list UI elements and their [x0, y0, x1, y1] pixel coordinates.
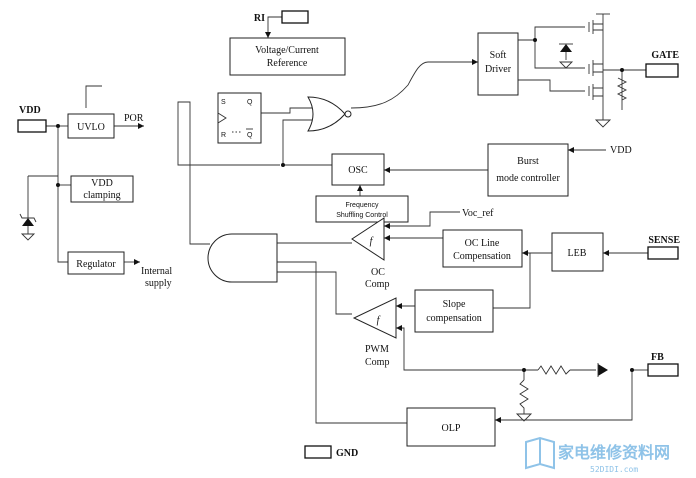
pin-ri-label: RI — [254, 13, 265, 24]
svg-text:UVLO: UVLO — [77, 122, 105, 133]
pin-gate-label: GATE — [651, 50, 679, 61]
svg-text:Slope: Slope — [443, 299, 466, 310]
watermark-url: 52DIDI.com — [590, 465, 638, 474]
watermark: 家电维修资料网 52DIDI.com — [525, 436, 670, 474]
pin-sense: SENSE — [647, 235, 680, 260]
pin-gate: GATE — [645, 50, 679, 78]
power-stage-mosfets — [588, 13, 628, 128]
pin-fb-label: FB — [651, 352, 664, 363]
svg-text:Driver: Driver — [485, 64, 512, 75]
svg-text:Reference: Reference — [267, 58, 308, 69]
pwm-comp-label-2: Comp — [365, 357, 389, 368]
svg-text:Shuffling Control: Shuffling Control — [336, 212, 388, 219]
oc-line-compensation-block: OC Line Compensation — [442, 229, 523, 268]
svg-text:Q: Q — [247, 132, 253, 139]
pin-vdd-label: VDD — [19, 105, 41, 116]
pin-sense-label: SENSE — [648, 235, 680, 246]
svg-text:Regulator: Regulator — [76, 259, 116, 270]
arrowheads — [134, 32, 609, 423]
pwm-comparator: f — [352, 297, 397, 339]
svg-text:compensation: compensation — [426, 313, 482, 324]
fb-diode — [597, 363, 608, 377]
svg-text:VDD: VDD — [91, 178, 113, 189]
svg-text:f: f — [370, 236, 374, 247]
soft-driver-block: Soft Driver — [477, 32, 519, 96]
watermark-text: 家电维修资料网 — [558, 443, 670, 462]
pin-gnd: GND — [304, 445, 358, 459]
pin-vdd-right-label: VDD — [610, 145, 632, 156]
svg-text:f: f — [377, 315, 381, 326]
uvlo-block: UVLO — [67, 113, 115, 139]
oc-comparator: f — [351, 217, 385, 261]
slope-compensation-block: Slope compensation — [414, 289, 494, 333]
svg-text:OC Line: OC Line — [465, 238, 500, 249]
pin-vdd-right: VDD — [610, 145, 632, 156]
and-gate — [207, 233, 278, 283]
fb-pulldown-resistor — [515, 379, 533, 422]
vdd-zener — [19, 213, 37, 241]
svg-text:Compensation: Compensation — [453, 251, 511, 262]
sr-flip-flop: S R Q Q — [217, 92, 262, 144]
voltage-current-reference-block: Voltage/Current Reference — [229, 37, 346, 76]
svg-text:LEB: LEB — [568, 248, 587, 259]
voc-ref-label: Voc_ref — [462, 208, 494, 219]
svg-text:Soft: Soft — [490, 50, 507, 61]
vdd-clamping-block: VDD clamping — [70, 175, 134, 203]
svg-text:mode controller: mode controller — [496, 173, 560, 184]
pin-ri: RI — [254, 10, 309, 24]
pwm-comp-label-1: PWM — [365, 344, 389, 355]
pin-fb: FB — [647, 352, 679, 377]
pin-gnd-label: GND — [336, 448, 358, 459]
svg-text:clamping: clamping — [83, 190, 120, 201]
svg-text:Q: Q — [247, 99, 253, 106]
book-icon — [525, 436, 555, 470]
svg-text:OLP: OLP — [442, 423, 461, 434]
svg-text:Frequency: Frequency — [345, 202, 379, 209]
burst-mode-controller-block: Burst mode controller — [487, 143, 569, 197]
por-label: POR — [124, 113, 144, 124]
olp-block: OLP — [406, 407, 496, 447]
svg-text:S: S — [221, 99, 226, 106]
junctions — [56, 38, 634, 372]
svg-text:Burst: Burst — [517, 156, 539, 167]
supply-label: supply — [145, 278, 172, 289]
leb-block: LEB — [551, 232, 604, 272]
svg-text:R: R — [221, 132, 226, 139]
internal-label: Internal — [141, 266, 172, 277]
pin-vdd: VDD — [17, 105, 47, 133]
fb-series-resistor — [537, 365, 571, 375]
frequency-shuffling-control-block: Frequency Shuffling Control — [315, 195, 409, 223]
nor-gate — [307, 96, 352, 132]
svg-text:Voltage/Current: Voltage/Current — [255, 45, 319, 56]
driver-zener — [558, 43, 574, 69]
regulator-block: Regulator — [67, 251, 125, 275]
wires — [27, 14, 648, 424]
osc-block: OSC — [331, 153, 385, 186]
oc-comp-label-2: Comp — [365, 279, 389, 290]
oc-comp-label-1: OC — [371, 267, 385, 278]
svg-text:OSC: OSC — [348, 165, 368, 176]
